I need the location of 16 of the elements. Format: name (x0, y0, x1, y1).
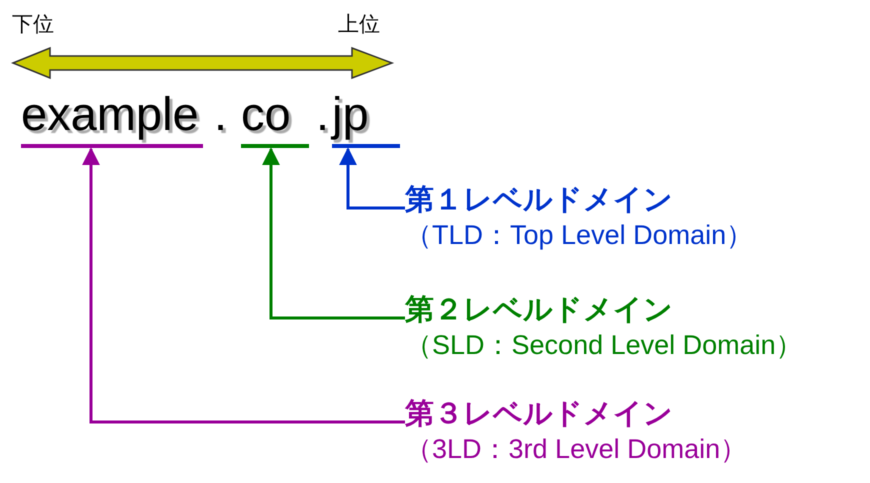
rank-label: 上位 (338, 12, 380, 38)
level-heading: 第１レベルドメイン (405, 183, 674, 218)
level-description: （TLD：Top Level Domain） (405, 219, 754, 252)
rank-label: 下位 (12, 12, 54, 38)
domain-dot: . (214, 86, 228, 142)
arrow (339, 147, 405, 210)
level-heading: 第３レベルドメイン (405, 397, 674, 432)
level-heading: 第２レベルドメイン (405, 293, 674, 328)
arrow (82, 147, 405, 424)
level-description: （SLD：Second Level Domain） (405, 329, 803, 362)
underlined-word: jp (332, 86, 400, 148)
arrow (262, 147, 405, 320)
domain-dot: . (316, 86, 330, 142)
level-description: （3LD：3rd Level Domain） (405, 433, 748, 466)
underlined-word: example (21, 86, 203, 148)
underlined-word: co (241, 86, 309, 148)
